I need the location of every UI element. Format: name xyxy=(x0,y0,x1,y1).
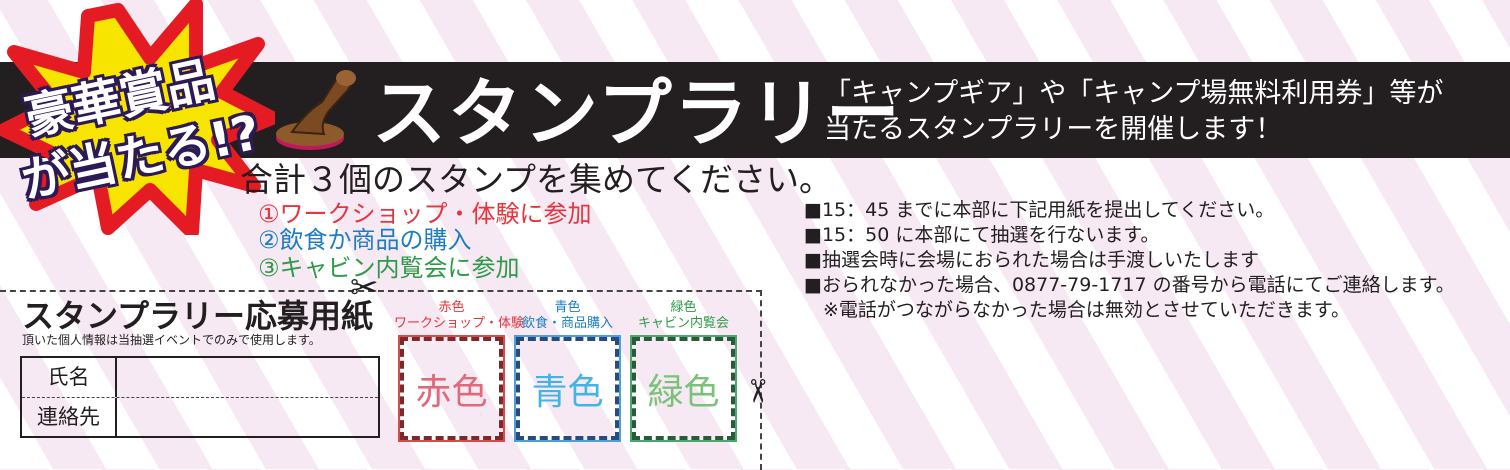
stamp-icon xyxy=(276,70,356,150)
form-title: スタンプラリー応募用紙 xyxy=(22,297,374,335)
stamp-green-header: 緑色 キャビン内覧会 xyxy=(626,300,741,332)
prize-burst-text: 豪華賞品 が当たる!? xyxy=(17,52,270,210)
stamp-color-name: 赤色 xyxy=(438,300,465,315)
page-title: スタンプラリー xyxy=(372,71,902,157)
collect-instruction: 合計３個のスタンプを集めてください。 xyxy=(240,160,833,199)
note-item: ■15：50 に本部にて抽選を行ないます。 xyxy=(804,224,1160,246)
cut-line xyxy=(0,290,762,470)
privacy-note: 頂いた個人情報は当抽選イベントでのみで使用します。 xyxy=(22,333,321,347)
scissors-icon: ✂ xyxy=(350,268,379,308)
banner-description: 「キャンプギア」や「キャンプ場無料利用券」等が 当たるスタンプラリーを開催します… xyxy=(824,76,1443,148)
name-label: 氏名 xyxy=(22,358,117,397)
stamp-category: 飲食・商品購入 xyxy=(521,316,613,331)
step-cabin-tour: ③キャビン内覧会に参加 xyxy=(258,254,520,282)
stamp-box-green: 緑色 xyxy=(630,335,737,442)
note-item: ■おられなかった場合、0877-79-1717 の番号から電話にてご連絡します。 xyxy=(804,274,1455,296)
stamp-category: ワークショップ・体験 xyxy=(394,316,525,331)
starburst-icon xyxy=(0,0,275,235)
contact-row: 連絡先 xyxy=(22,398,378,437)
name-row: 氏名 xyxy=(22,358,378,398)
step-purchase: ②飲食か商品の購入 xyxy=(258,226,472,254)
stamp-box-red: 赤色 xyxy=(398,335,505,442)
note-item: ■抽選会時に会場におられた場合は手渡しいたします xyxy=(804,249,1259,271)
stamp-red-header: 赤色 ワークショップ・体験 xyxy=(394,300,524,332)
contact-field[interactable] xyxy=(117,398,378,436)
stamp-color-name: 青色 xyxy=(554,300,581,315)
banner-desc-line-1: 「キャンプギア」や「キャンプ場無料利用券」等が xyxy=(824,78,1444,109)
contact-label: 連絡先 xyxy=(22,398,117,437)
entry-form-table: 氏名 連絡先 xyxy=(20,356,380,438)
step-workshop: ①ワークショップ・体験に参加 xyxy=(258,200,592,228)
stamp-category: キャビン内覧会 xyxy=(637,316,729,331)
banner-desc-line-2: 当たるスタンプラリーを開催します！ xyxy=(824,114,1283,145)
stamp-blue-header: 青色 飲食・商品購入 xyxy=(510,300,625,332)
notes-list: ■15：45 までに本部に下記用紙を提出してください。 ■15：50 に本部にて… xyxy=(804,198,1455,323)
note-item: ■15：45 までに本部に下記用紙を提出してください。 xyxy=(804,199,1275,221)
name-field[interactable] xyxy=(117,358,378,397)
stamp-box-blue: 青色 xyxy=(514,335,621,442)
scissors-icon: ✂ xyxy=(738,377,777,405)
note-item: ※電話がつながらなかった場合は無効とさせていただきます。 xyxy=(804,299,1351,321)
stamp-color-name: 緑色 xyxy=(670,300,697,315)
